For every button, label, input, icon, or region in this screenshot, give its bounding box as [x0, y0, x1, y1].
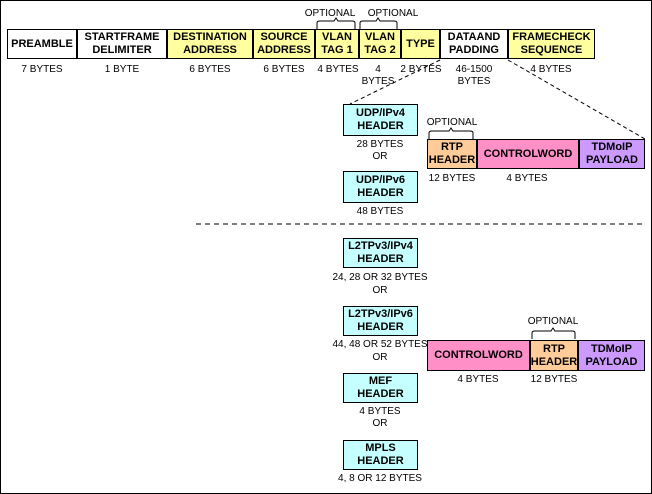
- vlan1-size: 4 BYTES: [317, 64, 359, 75]
- controlword-lower: CONTROLWORD: [427, 340, 530, 371]
- type-size: 2 BYTES: [400, 64, 442, 75]
- destination-address-field: DESTINATION ADDRESS: [167, 29, 253, 59]
- l2tp-or-2: OR: [372, 352, 388, 363]
- udp-or-text: OR: [372, 151, 388, 162]
- tdmoip-payload-upper: TDMoIP PAYLOAD: [579, 139, 645, 169]
- tdmoip-payload-lower: TDMoIP PAYLOAD: [578, 340, 645, 371]
- preamble-size: 7 BYTES: [21, 64, 63, 75]
- fcs-size: 4 BYTES: [530, 64, 572, 75]
- vlan2-optional-bracket: [359, 17, 398, 29]
- frame-check-sequence-field: FRAMECHECK SEQUENCE: [508, 29, 595, 59]
- controlword-upper: CONTROLWORD: [477, 139, 579, 169]
- data-size: 46-1500 BYTES: [455, 64, 493, 87]
- vlan-tag-2-field: VLAN TAG 2: [359, 29, 401, 59]
- preamble-field: PREAMBLE: [7, 29, 77, 59]
- l2tpv3-ipv6-header: L2TPv3/IPv6 HEADER: [343, 306, 418, 336]
- mef-header: MEF HEADER: [343, 373, 418, 403]
- udp-ipv6-size: 48 BYTES: [356, 206, 404, 217]
- udp-ipv6-header: UDP/IPv6 HEADER: [343, 171, 418, 203]
- rtp-lower-size: 12 BYTES: [530, 374, 578, 385]
- vlan2-size: 4 BYTES: [361, 64, 395, 87]
- rtp-header-lower: RTP HEADER: [530, 340, 578, 371]
- rtp-upper-size: 12 BYTES: [428, 173, 476, 184]
- rtp-lower-optional-bracket: [531, 327, 576, 339]
- l2tpv3-ipv4-header: L2TPv3/IPv4 HEADER: [343, 238, 418, 268]
- destination-size: 6 BYTES: [189, 64, 231, 75]
- start-frame-delimiter-field: STARTFRAME DELIMITER: [77, 29, 167, 59]
- data-and-padding-field: DATAAND PADDING: [440, 29, 508, 59]
- expansion-line-left: [349, 59, 441, 105]
- rtp-upper-optional-label: OPTIONAL: [426, 117, 478, 128]
- expansion-line-right: [507, 59, 646, 140]
- l2tp-or-1: OR: [372, 285, 388, 296]
- rtp-lower-optional-label: OPTIONAL: [527, 316, 579, 327]
- l2tpv3-ipv4-size: 24, 28 OR 32 BYTES: [332, 272, 428, 283]
- mef-size: 4 BYTES: [359, 406, 401, 417]
- sfd-size: 1 BYTE: [104, 64, 140, 75]
- controlword-upper-size: 4 BYTES: [506, 173, 548, 184]
- udp-ipv4-header: UDP/IPv4 HEADER: [343, 104, 418, 136]
- vlan2-optional-label: OPTIONAL: [367, 8, 419, 19]
- source-address-field: SOURCE ADDRESS: [253, 29, 315, 59]
- rtp-upper-optional-bracket: [428, 127, 474, 139]
- mpls-header: MPLS HEADER: [343, 440, 418, 470]
- mpls-size: 4, 8 OR 12 BYTES: [338, 473, 422, 484]
- rtp-header-upper: RTP HEADER: [427, 139, 477, 169]
- controlword-lower-size: 4 BYTES: [457, 374, 499, 385]
- vlan1-optional-label: OPTIONAL: [304, 8, 356, 19]
- udp-ipv4-size: 28 BYTES: [356, 139, 404, 150]
- source-size: 6 BYTES: [263, 64, 305, 75]
- l2tpv3-ipv6-size: 44, 48 OR 52 BYTES: [332, 339, 428, 350]
- l2tp-or-3: OR: [372, 418, 388, 429]
- type-field: TYPE: [401, 29, 440, 59]
- vlan1-optional-bracket: [316, 17, 356, 29]
- vlan-tag-1-field: VLAN TAG 1: [315, 29, 359, 59]
